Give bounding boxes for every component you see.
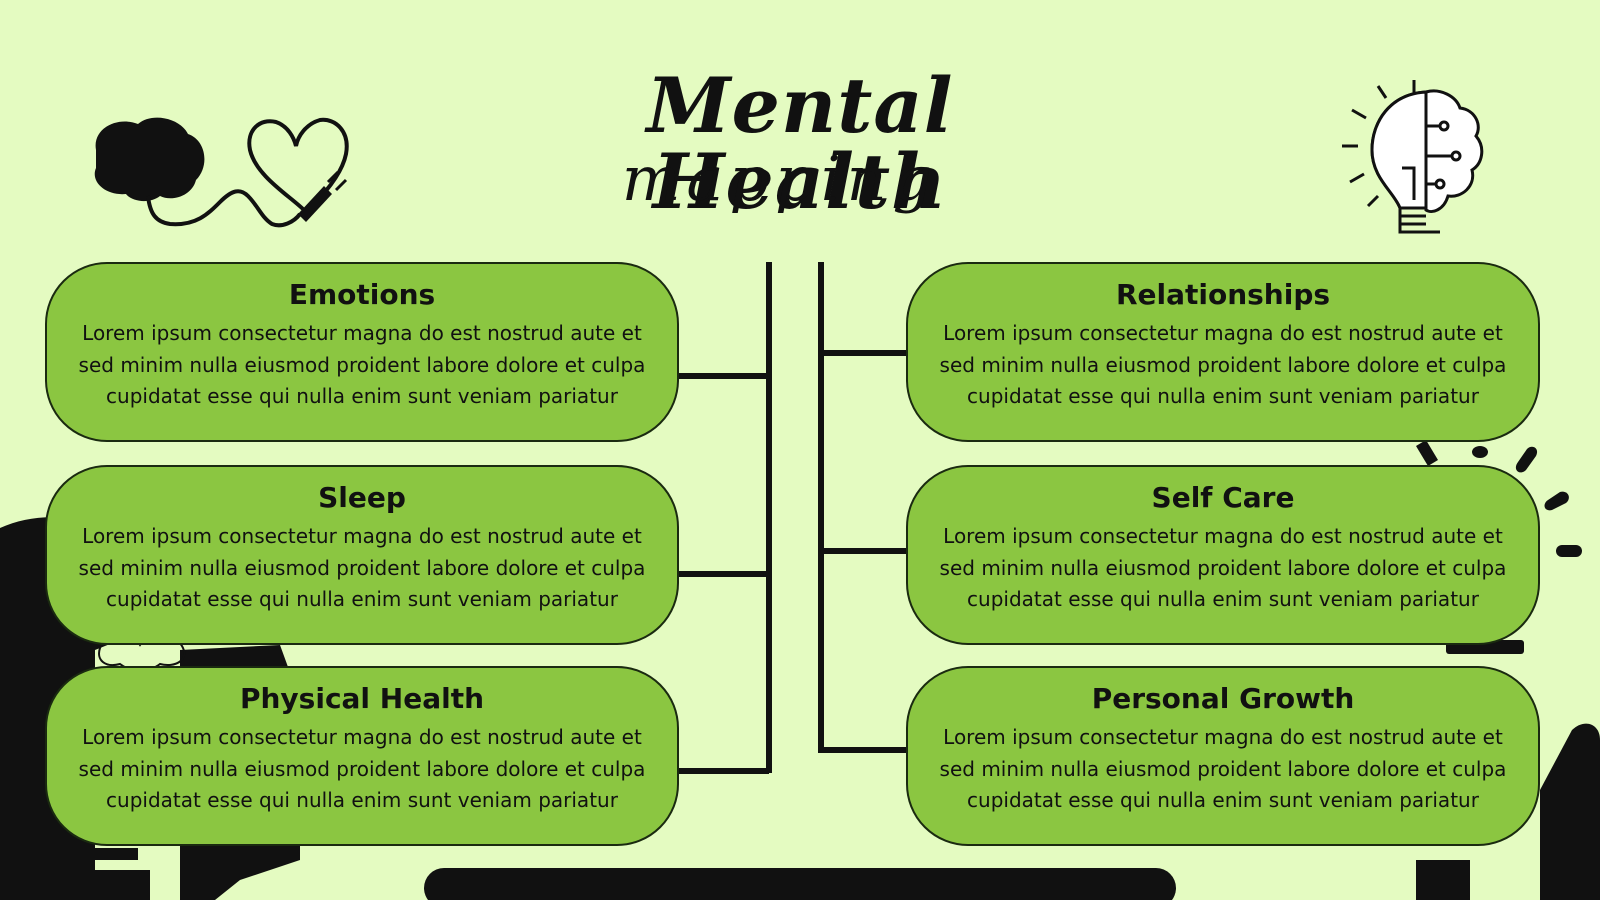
card-emotions: Emotions Lorem ipsum consectetur magna d… [45,262,679,442]
card-physical-health: Physical Health Lorem ipsum consectetur … [45,666,679,846]
card-text: Lorem ipsum consectetur magna do est nos… [939,725,1507,812]
page-title: Mental Health [646,61,954,226]
card-self-care: Self Care Lorem ipsum consectetur magna … [906,465,1540,645]
card-text: Lorem ipsum consectetur magna do est nos… [939,524,1507,611]
card-personal-growth: Personal Growth Lorem ipsum consectetur … [906,666,1540,846]
card-text: Lorem ipsum consectetur magna do est nos… [939,321,1507,408]
card-title: Sleep [318,481,406,514]
card-title: Emotions [288,278,436,311]
card-relationships: Relationships Lorem ipsum consectetur ma… [906,262,1540,442]
card-title: Physical Health [239,682,485,715]
bottom-bar [424,868,1176,900]
card-title: Relationships [1115,278,1331,311]
card-text: Lorem ipsum consectetur magna do est nos… [78,321,646,408]
brain-heart-plug-icon [94,117,349,228]
card-text: Lorem ipsum consectetur magna do est nos… [78,524,646,611]
card-title: Personal Growth [1091,682,1355,715]
card-title: Self Care [1151,481,1295,514]
card-text: Lorem ipsum consectetur magna do est nos… [78,725,646,812]
page-subtitle: mapping [621,142,939,215]
card-sleep: Sleep Lorem ipsum consectetur magna do e… [45,465,679,645]
lightbulb-brain-icon [1342,80,1484,234]
